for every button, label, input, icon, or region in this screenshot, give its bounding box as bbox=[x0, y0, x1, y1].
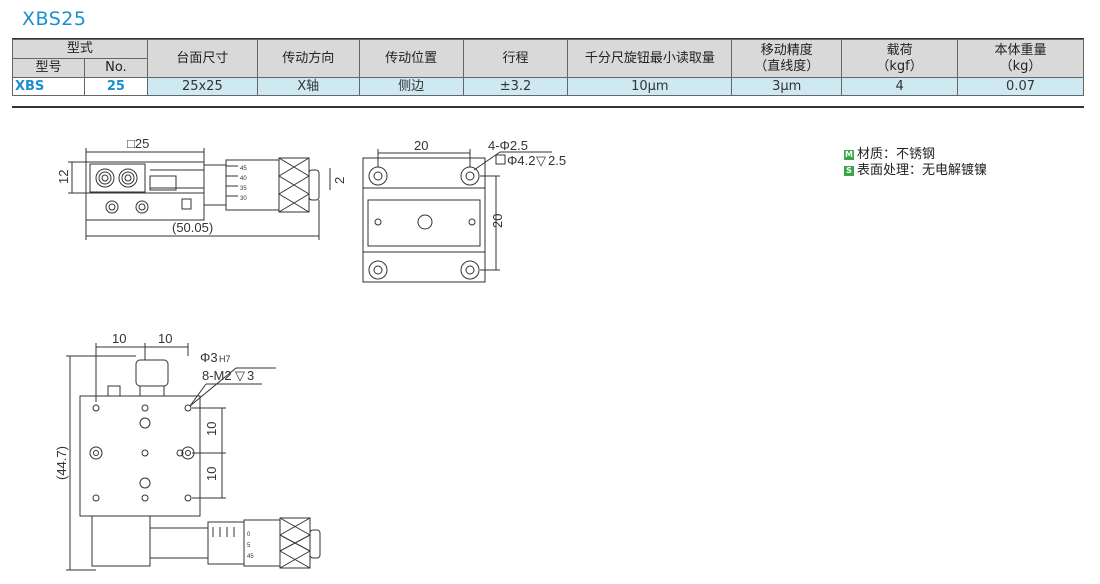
cell-stroke: ±3.2 bbox=[462, 77, 569, 96]
cell-weight: 0.07 bbox=[957, 77, 1084, 96]
bottom-scale-tick: 45 bbox=[247, 554, 254, 560]
side-scale-tick: 45 bbox=[240, 166, 247, 172]
dim-front-width: 20 bbox=[414, 138, 428, 153]
dim-plan-b: 10 bbox=[158, 331, 172, 346]
dim-side-gap: 2 bbox=[332, 177, 347, 184]
depth-icon: ▽ bbox=[536, 153, 546, 168]
hole-depth-2: 2.5 bbox=[548, 153, 566, 168]
dim-plan-vert-b: 10 bbox=[204, 467, 219, 481]
tap-depth: 3 bbox=[247, 368, 254, 383]
header-weight: 本体重量（kg） bbox=[957, 39, 1084, 78]
cell-drive-position: 侧边 bbox=[358, 77, 464, 96]
side-scale-ticks: 45 40 35 30 bbox=[240, 166, 247, 202]
bottom-scale-ticks: 0 5 45 bbox=[247, 532, 254, 560]
header-weight-line2: （kg） bbox=[999, 58, 1042, 74]
header-stroke: 行程 bbox=[462, 39, 569, 78]
header-accuracy-line2: （直线度） bbox=[754, 58, 820, 74]
header-load-line1: 载荷 bbox=[886, 42, 913, 58]
header-weight-line1: 本体重量 bbox=[994, 42, 1047, 58]
header-accuracy-line1: 移动精度 bbox=[760, 42, 813, 58]
table-header-row-1: 型式 台面尺寸 传动方向 传动位置 行程 千分尺旋钮最小读取量 移动精度（直线度… bbox=[12, 39, 1084, 78]
dim-top-width: □25 bbox=[127, 136, 149, 151]
surface-badge-icon: S bbox=[844, 166, 854, 176]
header-load: 载荷（kgf） bbox=[841, 39, 959, 78]
header-no: No. bbox=[83, 58, 148, 78]
cell-accuracy: 3μm bbox=[731, 77, 843, 96]
bottom-scale-tick: 0 bbox=[247, 532, 251, 538]
header-micrometer: 千分尺旋钮最小读取量 bbox=[567, 39, 733, 78]
dim-plan-vert-a: 10 bbox=[204, 422, 219, 436]
dim-overall-length: (50.05) bbox=[172, 220, 213, 235]
dim-left-height: 12 bbox=[56, 170, 71, 184]
dim-plan-a: 10 bbox=[112, 331, 126, 346]
side-scale-tick: 30 bbox=[240, 196, 247, 202]
table-row: XBS 25 25x25 X轴 侧边 ±3.2 10μm 3μm 4 0.07 bbox=[12, 77, 1084, 96]
plan-view bbox=[66, 343, 321, 571]
table-header-row-2: 型号 No. bbox=[12, 58, 1084, 78]
cell-table-size: 25x25 bbox=[146, 77, 258, 96]
spec-table: 型式 台面尺寸 传动方向 传动位置 行程 千分尺旋钮最小读取量 移动精度（直线度… bbox=[12, 39, 1084, 96]
header-load-line2: （kgf） bbox=[876, 58, 923, 74]
pin-hole-tolerance: H7 bbox=[219, 354, 231, 364]
front-view bbox=[362, 149, 552, 283]
product-title: XBS25 bbox=[22, 8, 87, 30]
cell-load: 4 bbox=[841, 77, 959, 96]
cell-micrometer: 10μm bbox=[567, 77, 733, 96]
material-text: 材质：不锈钢 bbox=[857, 147, 936, 162]
dim-front-height: 20 bbox=[490, 214, 505, 228]
cell-model: XBS bbox=[12, 77, 85, 96]
header-model: 型号 bbox=[12, 58, 85, 78]
side-scale-tick: 40 bbox=[240, 176, 247, 182]
header-table-size: 台面尺寸 bbox=[146, 39, 258, 78]
hole-spec-1: 4-Φ2.5 bbox=[488, 138, 528, 153]
dim-plan-length: (44.7) bbox=[54, 446, 69, 480]
table-bottom-rule bbox=[12, 106, 1084, 108]
material-badge-icon: M bbox=[844, 150, 854, 160]
header-accuracy: 移动精度（直线度） bbox=[731, 39, 843, 78]
counterbore-icon bbox=[495, 154, 506, 165]
bottom-scale-tick: 5 bbox=[247, 543, 251, 549]
depth-icon: ▽ bbox=[235, 368, 245, 383]
cell-no: 25 bbox=[83, 77, 148, 96]
pin-hole-spec: Φ3 bbox=[200, 350, 218, 365]
side-view bbox=[68, 148, 331, 240]
hole-spec-2: Φ4.2 bbox=[507, 153, 535, 168]
side-scale-tick: 35 bbox=[240, 186, 247, 192]
tap-spec: 8-M2 bbox=[202, 368, 232, 383]
header-drive-direction: 传动方向 bbox=[256, 39, 360, 78]
surface-text: 表面处理：无电解镀镍 bbox=[857, 163, 988, 178]
